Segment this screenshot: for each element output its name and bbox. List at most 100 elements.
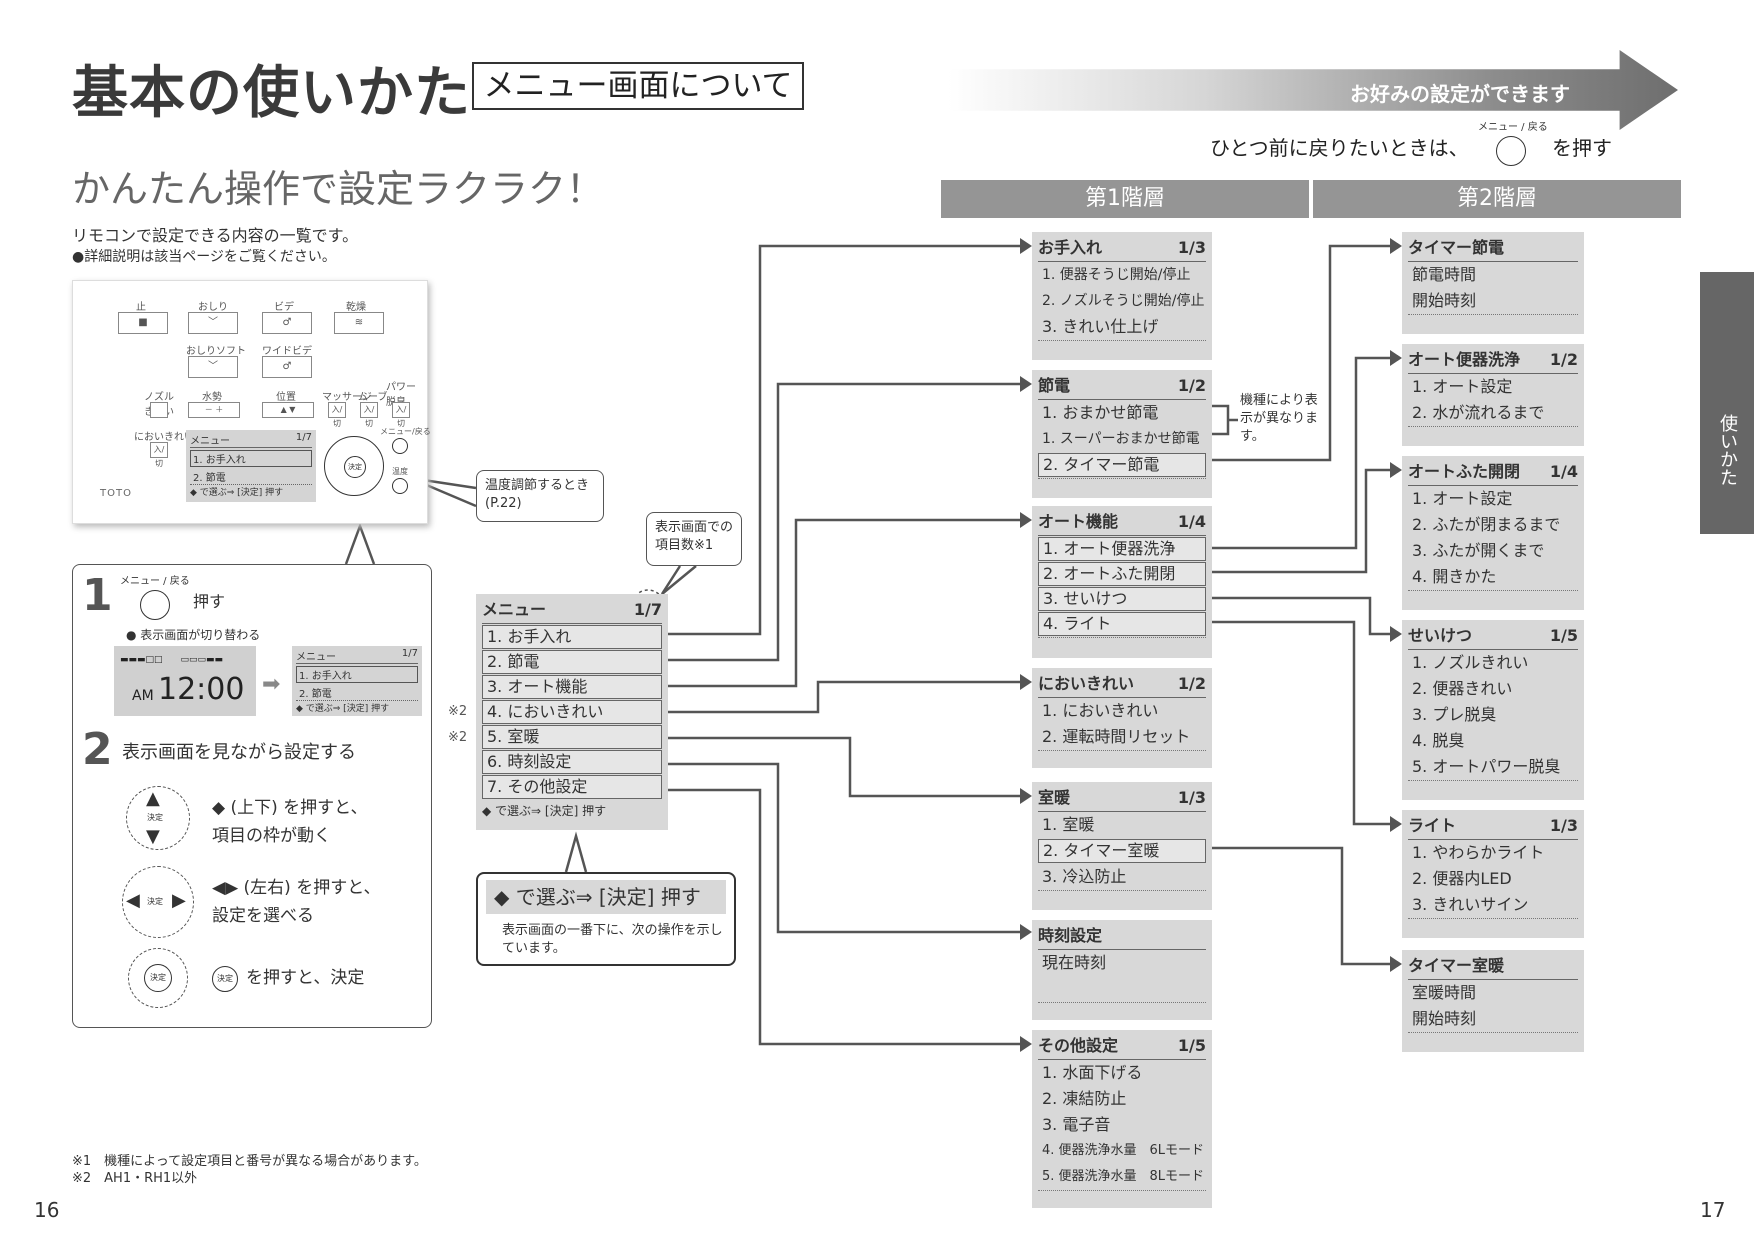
brand-logo: TOTO — [100, 488, 132, 499]
menu-item: 3. プレ脱臭 — [1412, 705, 1497, 724]
menu-count: 1/3 — [1549, 816, 1578, 835]
intro-line-1: リモコンで設定できる内容の一覧です。 — [72, 226, 359, 245]
page-number-left: 16 — [34, 1198, 60, 1222]
footnote-mark: ※2 — [448, 704, 468, 719]
lcd-time: 12:00 — [158, 672, 245, 707]
page-number-right: 17 — [1700, 1198, 1726, 1222]
remote-menu-back-icon — [392, 438, 408, 454]
menu-title: お手入れ — [1038, 238, 1103, 257]
connector-note: 機種により表示が異なります。 — [1240, 393, 1319, 444]
menu-item: 2. 運転時間リセット — [1042, 727, 1191, 746]
menu-item: 1. スーパーおまかせ節電 — [1042, 431, 1200, 447]
main-menu-item: 7. その他設定 — [482, 775, 662, 799]
intro-line-2: ●詳細説明は該当ページをご覧ください。 — [72, 249, 336, 265]
operation-callout-strip: ◆ で選ぶ⇒ [決定] 押す — [486, 880, 726, 914]
remote-pressure-stepper: － ＋ — [188, 402, 240, 418]
remote-wide-button: ♂ — [262, 356, 312, 378]
step-2-number: 2 — [82, 724, 113, 775]
remote-massage-button: 入/切 — [328, 402, 346, 428]
menu-title: 節電 — [1038, 376, 1071, 395]
side-tab: 使いかた — [1700, 272, 1754, 534]
dial-decide-label: 決定 — [147, 813, 163, 822]
main-menu-item: 6. 時刻設定 — [482, 750, 662, 774]
level2-menu-auto-lid: オートふた開閉 1/4 1. オート設定 2. ふたが閉まるまで 3. ふたが開く… — [1402, 456, 1584, 610]
arrow-right-icon: ➡ — [262, 672, 281, 697]
back-hint-after: を押す — [1552, 136, 1612, 160]
menu-item: 1. 便器そうじ開始/停止 — [1042, 267, 1191, 283]
menu-title: オート便器洗浄 — [1408, 350, 1521, 369]
banner-text: お好みの設定ができます — [1350, 82, 1570, 106]
menu-count: 1/3 — [1177, 238, 1206, 257]
menu-divider — [1038, 890, 1206, 898]
menu-count: 1/2 — [1177, 376, 1206, 395]
remote-decide-button: 決定 — [344, 456, 366, 478]
menu-item: 2. 便器内LED — [1412, 869, 1512, 888]
lcd-indicator-icon: ▬▬▬□□ ▭▭▭▬▬ — [120, 655, 224, 665]
step-1-button-label: メニュー / 戻る — [120, 576, 190, 587]
menu-item: 1. オート設定 — [1412, 489, 1513, 508]
menu-item: 1. においきれい — [1042, 701, 1159, 720]
mini-menu-title: メニュー — [190, 436, 230, 447]
mini-menu-item: 1. お手入れ — [190, 450, 312, 467]
level1-menu-clock: 時刻設定 現在時刻 — [1032, 920, 1212, 1020]
menu-back-button-icon — [1496, 136, 1526, 166]
remote-temp-icon — [392, 478, 408, 494]
op-decide: を押すと、決定 — [246, 968, 365, 988]
menu-divider — [1408, 590, 1578, 598]
menu-item: 1. やわらかライト — [1412, 843, 1545, 862]
remote-label-move: ムーブ — [358, 392, 388, 403]
op-updown-line2: 項目の枠が動く — [212, 826, 331, 846]
down-arrow-icon: ▼ — [146, 826, 160, 847]
menu-divider — [1408, 314, 1578, 322]
left-arrow-icon: ◀ — [126, 890, 140, 911]
main-menu-count: 1/7 — [633, 600, 662, 619]
menu-item: 4. 便器洗浄水量 6Lモード — [1042, 1143, 1205, 1158]
menu-title: オートふた開閉 — [1408, 462, 1521, 481]
op-updown-line1: ◆ (上下) を押すと、 — [212, 798, 368, 818]
page-title: 基本の使いかた — [72, 61, 471, 126]
main-menu-title: メニュー — [482, 600, 547, 619]
mini-menu-item: 1. お手入れ — [296, 666, 418, 683]
menu-title: ライト — [1408, 816, 1457, 835]
main-menu-item: 3. オート機能 — [482, 675, 662, 699]
menu-item: 2. オートふた開閉 — [1038, 562, 1206, 586]
section-subtitle: メニュー画面について — [472, 62, 804, 110]
menu-item: 1. 室暖 — [1042, 815, 1095, 834]
menu-item: 3. ふたが開くまで — [1412, 541, 1545, 560]
step-1-push: 押す — [193, 592, 226, 611]
menu-item: 3. 冷込防止 — [1042, 867, 1127, 886]
remote-dry-button: ≋ — [334, 312, 384, 334]
footnote-mark: ※2 — [448, 730, 468, 745]
remote-soft-button: ﹀ — [188, 356, 238, 378]
step-2-text: 表示画面を見ながら設定する — [122, 742, 356, 763]
menu-item: 1. ノズルきれい — [1412, 653, 1529, 672]
menu-title: 時刻設定 — [1038, 926, 1103, 945]
temp-callout: 温度調節するとき(P.22) — [476, 470, 604, 522]
remote-label-wide: ワイドビデ — [262, 346, 312, 357]
menu-item: 3. 電子音 — [1042, 1115, 1111, 1134]
menu-count: 1/4 — [1549, 462, 1578, 481]
remote-power-button: 入/切 — [392, 402, 410, 428]
menu-item: 2. ふたが閉まるまで — [1412, 515, 1561, 534]
lcd-display — [114, 646, 256, 716]
menu-divider — [1408, 780, 1578, 788]
menu-title: タイマー節電 — [1408, 238, 1505, 257]
dial-decide-label: 決定 — [147, 897, 163, 906]
column-header-level2: 第2階層 — [1313, 180, 1681, 218]
menu-title: タイマー室暖 — [1408, 956, 1505, 975]
count-callout: 表示画面での項目数※1 — [646, 512, 742, 566]
menu-divider — [1038, 637, 1206, 645]
menu-title: においきれい — [1038, 674, 1135, 693]
main-menu-item: 4. においきれい — [482, 700, 662, 724]
menu-title: その他設定 — [1038, 1036, 1119, 1055]
